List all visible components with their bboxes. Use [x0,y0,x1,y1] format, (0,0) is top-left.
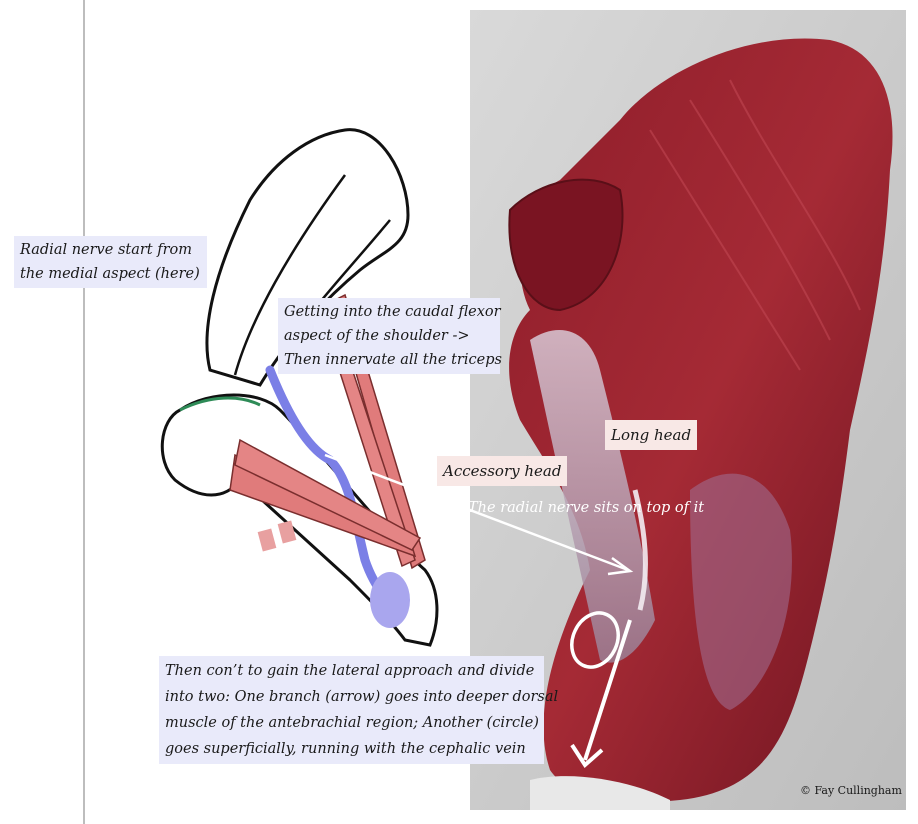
label-accessory-head: Accessory head [437,456,568,486]
dissection-photo [470,10,906,810]
callout-line: Then con’t to gain the lateral approach … [165,663,535,679]
label-long-head: Long head [605,420,698,450]
fascia-region [530,330,655,663]
callout-line: muscle of the antebrachial region; Anoth… [165,715,539,731]
callout-lateral-approach: Then con’t to gain the lateral approach … [159,656,559,764]
photo-credit: © Fay Cullingham [800,784,902,797]
page-margin-rule [83,0,85,824]
callout-line: Then innervate all the triceps [284,352,502,368]
superficial-branch-circle [570,611,620,669]
deep-branch-arrow [583,619,632,761]
callout-radial-start: Radial nerve start from the medial aspec… [14,236,207,288]
callout-line: aspect of the shoulder -> [284,328,470,344]
nerve-end [370,572,410,628]
callout-line: into two: One branch (arrow) goes into d… [165,689,559,705]
callout-line: Radial nerve start from [20,242,192,258]
humerus-outline [160,393,439,647]
scapula-outline [205,128,410,387]
callout-line: Getting into the caudal flexor [284,304,501,320]
callout-caudal-flexor: Getting into the caudal flexor aspect of… [278,298,502,374]
pointer-arrow [324,453,629,572]
callout-line: the medial aspect (here) [20,266,200,282]
callout-line: goes superficially, running with the cep… [165,741,526,757]
nerve-note: The radial nerve sits on top of it [468,500,705,516]
